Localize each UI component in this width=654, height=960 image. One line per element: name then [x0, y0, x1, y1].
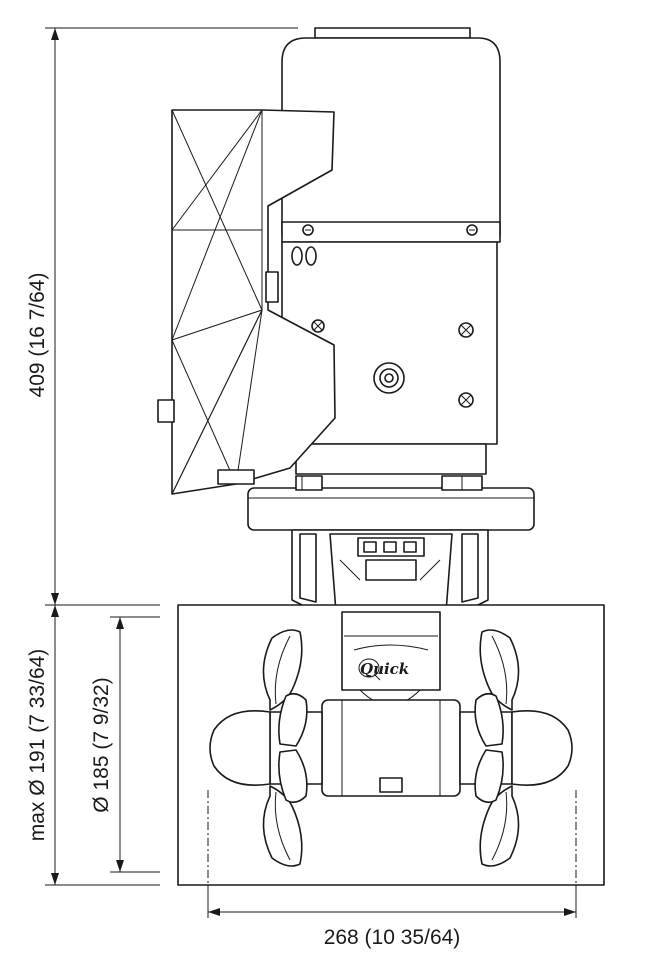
width-dimension-label: 268 (10 35/64)	[324, 926, 461, 949]
max-diameter-label: max Ø 191 (7 33/64)	[26, 649, 49, 842]
brand-logo-text: Quick	[360, 660, 409, 678]
height-dimension-label: 409 (16 7/64)	[26, 273, 49, 398]
drive-leg	[291, 529, 489, 613]
diameter-label: Ø 185 (7 9/32)	[90, 677, 113, 812]
motor-housing	[281, 27, 501, 475]
mounting-flange	[247, 475, 535, 531]
propeller-assembly	[209, 611, 573, 867]
control-cover	[157, 109, 336, 495]
quick-logo	[358, 658, 381, 681]
